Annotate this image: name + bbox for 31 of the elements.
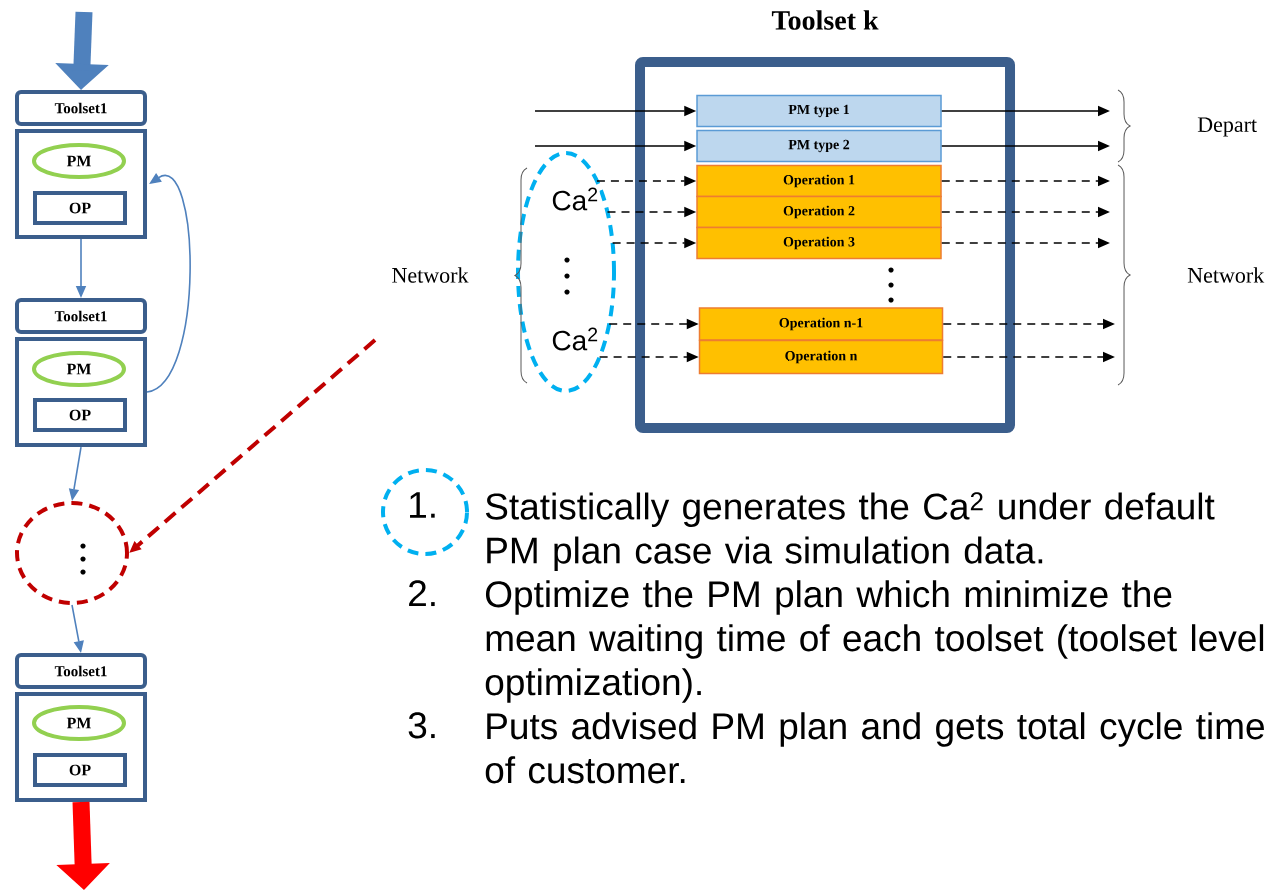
node-label: Toolset k (771, 10, 879, 30)
pm-type-box: PM type 2 (696, 129, 942, 163)
operation-box: Operation 1 (696, 164, 942, 198)
list-number: 1. (410, 492, 435, 518)
op-box: OP (33, 191, 127, 225)
toolset-box (15, 337, 147, 447)
dashed-ellipse (516, 151, 616, 393)
operation-box: Operation 3 (696, 226, 942, 260)
list-item-text: Optimize the PM plan which minimize the mean waiting time of each toolset (toolset level optimization). (485, 580, 1264, 703)
toolset-box (15, 129, 147, 239)
pm-type-box: PM type 1 (696, 94, 942, 128)
variable-label: Ca$^{2}$ (550, 186, 600, 212)
list-number: 3. (408, 712, 435, 739)
toolset-header-box: Toolset1 (15, 298, 147, 334)
operation-box: Operation n-1 (698, 307, 944, 341)
arrow (146, 173, 191, 393)
operation-box: Operation 2 (696, 195, 942, 229)
op-box: OP (33, 753, 127, 787)
brace-label: Network (392, 267, 469, 283)
brace-label: Network (1187, 267, 1265, 283)
toolset-header-box: Toolset1 (15, 653, 147, 689)
toolset-box (15, 692, 147, 802)
toolset-header-box: Toolset1 (15, 90, 147, 126)
dashed-ellipse (381, 468, 469, 556)
list-item-text: Puts advised PM plan and gets total cycle time of customer. (485, 712, 1264, 784)
op-box: OP (33, 398, 127, 432)
dashed-ellipse (15, 501, 129, 605)
operation-box: Operation n (698, 339, 944, 375)
variable-label: Ca$^{2}$ (550, 326, 600, 352)
brace-label: Depart (1197, 117, 1257, 137)
list-item-text: Statistically generates the Ca$^{2}$ under default PM plan case via simulation data. (485, 492, 1215, 571)
